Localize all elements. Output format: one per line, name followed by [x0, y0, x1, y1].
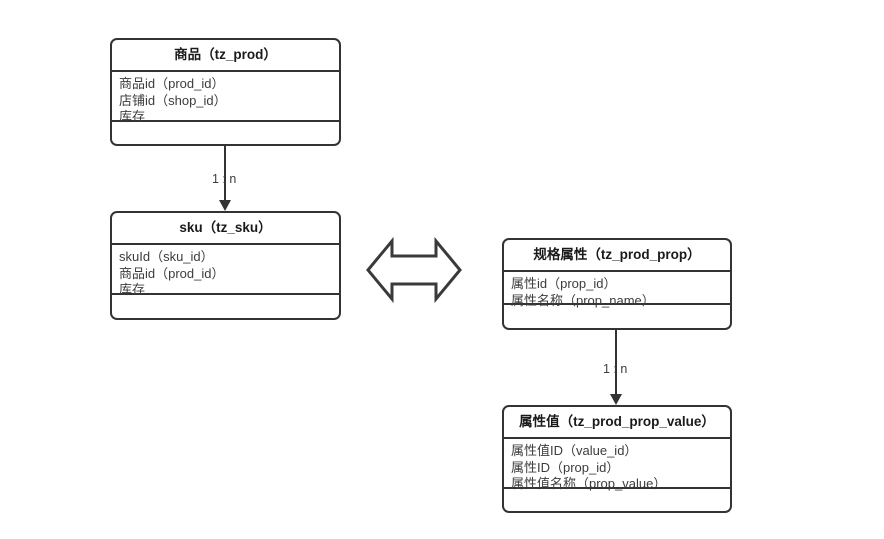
entity-field: 属性ID（prop_id） — [511, 459, 620, 475]
entity-field: 商品id（prod_id） — [119, 76, 225, 92]
entity-field: 库存 — [119, 109, 146, 125]
entity-field: 属性id（prop_id） — [511, 276, 617, 292]
entity-tz-sku[interactable]: sku（tz_sku） skuId（sku_id） 商品id（prod_id） … — [110, 211, 341, 320]
entity-field: 店铺id（shop_id） — [119, 92, 227, 108]
connector-line — [615, 330, 617, 395]
connector-line — [224, 146, 226, 201]
entity-field: 库存 — [119, 282, 146, 298]
entity-tz-prod[interactable]: 商品（tz_prod） 商品id（prod_id） 店铺id（shop_id） … — [110, 38, 341, 146]
entity-title: 属性值（tz_prod_prop_value） — [504, 407, 730, 440]
relation-cardinality-label: 1 : n — [212, 172, 237, 186]
entity-fields: 属性id（prop_id） 属性名称（prop_name） — [504, 272, 730, 308]
relation-prop-to-prop-value — [610, 330, 629, 406]
entity-field: skuId（sku_id） — [119, 249, 214, 265]
entity-title: 商品（tz_prod） — [112, 40, 339, 73]
entity-field: 属性值ID（value_id） — [511, 443, 638, 459]
entity-fields: 商品id（prod_id） 店铺id（shop_id） 库存 — [112, 72, 339, 124]
arrowhead-icon — [219, 200, 231, 211]
relation-prod-to-sku — [219, 146, 238, 211]
double-headed-arrow-icon — [366, 235, 462, 305]
entity-tz-prod-prop[interactable]: 规格属性（tz_prod_prop） 属性id（prop_id） 属性名称（pr… — [502, 238, 732, 330]
entity-title: 规格属性（tz_prod_prop） — [504, 240, 730, 273]
entity-title: sku（tz_sku） — [112, 213, 339, 246]
relation-cardinality-label: 1 : n — [603, 362, 628, 376]
entity-field: 商品id（prod_id） — [119, 265, 225, 281]
arrowhead-icon — [610, 394, 622, 405]
entity-field: 属性值名称（prop_value） — [511, 476, 667, 492]
entity-fields: 属性值ID（value_id） 属性ID（prop_id） 属性值名称（prop… — [504, 439, 730, 491]
entity-fields: skuId（sku_id） 商品id（prod_id） 库存 — [112, 245, 339, 297]
entity-tz-prod-prop-value[interactable]: 属性值（tz_prod_prop_value） 属性值ID（value_id） … — [502, 405, 732, 513]
entity-field: 属性名称（prop_name） — [511, 292, 655, 308]
